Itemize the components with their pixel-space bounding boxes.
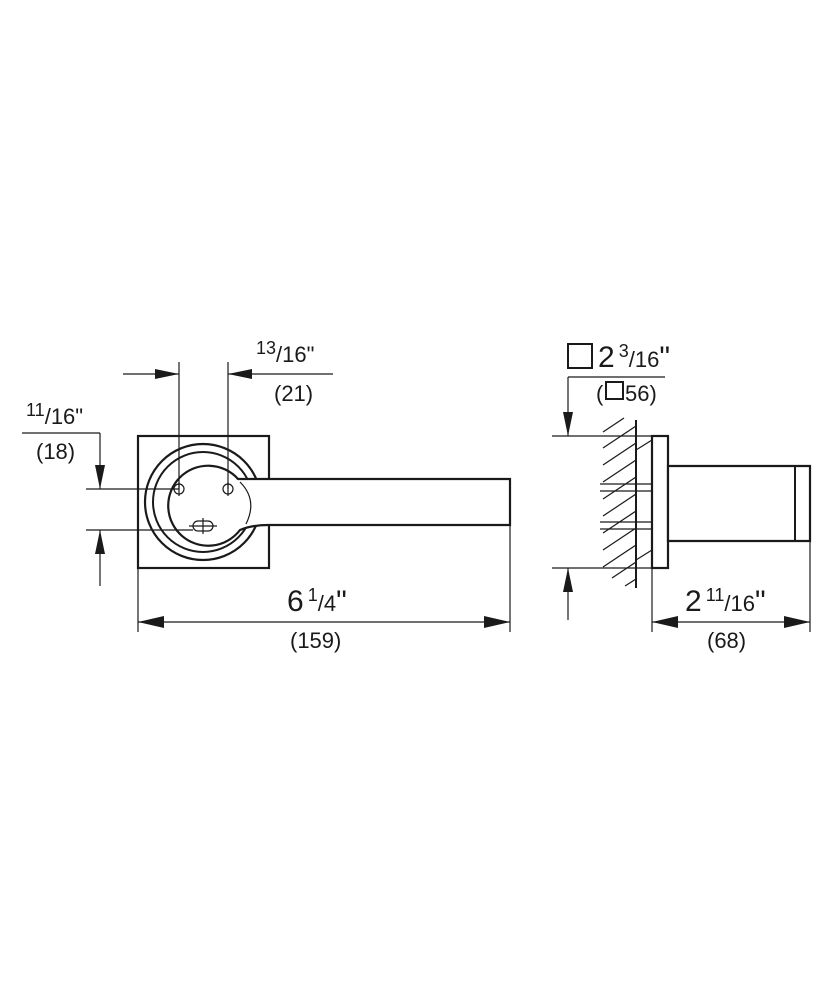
escutcheon-side [650, 434, 670, 570]
dim-depth-mm: (68) [707, 628, 746, 653]
dim-holes-num: 13 [256, 338, 276, 358]
dim-plate-whole: 2 [598, 341, 615, 374]
dim-depth-inch: " [755, 585, 766, 618]
dim-plate-mm-value: 56) [625, 381, 657, 406]
dim-width-inch: " [336, 585, 347, 618]
dim-width-num: 1 [308, 585, 318, 605]
dim-plate-mm-open: ( [596, 381, 604, 406]
wall-hatching [600, 417, 653, 588]
svg-text:61/4": 61/4" [287, 585, 347, 618]
dim-plate-den: 16 [635, 347, 659, 372]
dim-depth-den: 16 [731, 591, 755, 616]
square-symbol-icon [567, 343, 593, 369]
lever-neck-curve [239, 481, 252, 525]
dim-depth-whole: 2 [685, 585, 702, 618]
svg-text:211/16": 211/16" [685, 585, 766, 618]
dim-offset-num: 11 [26, 400, 45, 420]
dim-width-mm: (159) [290, 628, 341, 653]
square-symbol-small-icon [605, 381, 624, 400]
dimension-offset: 11/16" (18) [22, 400, 105, 586]
spindle-slot [189, 518, 217, 534]
dim-plate-inch: " [659, 341, 670, 374]
dim-holes-mm: (21) [274, 381, 313, 406]
svg-text:23/16": 23/16" [598, 341, 670, 374]
lever-side-profile [666, 464, 812, 543]
dim-holes-inch: " [307, 342, 315, 367]
dim-offset-mm: (18) [36, 439, 75, 464]
dim-offset-inch: " [75, 404, 83, 429]
lever-handle [167, 464, 512, 547]
dim-depth-num: 11 [706, 585, 725, 605]
dim-plate-num: 3 [619, 341, 629, 361]
dim-holes-den: 16 [282, 342, 306, 367]
dimension-hole-spacing: 13/16" (21) [123, 338, 333, 406]
dim-offset-den: 16 [51, 404, 75, 429]
svg-text:11/16": 11/16" [26, 400, 83, 429]
dim-width-den: 4 [324, 591, 336, 616]
svg-text:13/16": 13/16" [256, 338, 314, 367]
dim-width-whole: 6 [287, 585, 304, 618]
